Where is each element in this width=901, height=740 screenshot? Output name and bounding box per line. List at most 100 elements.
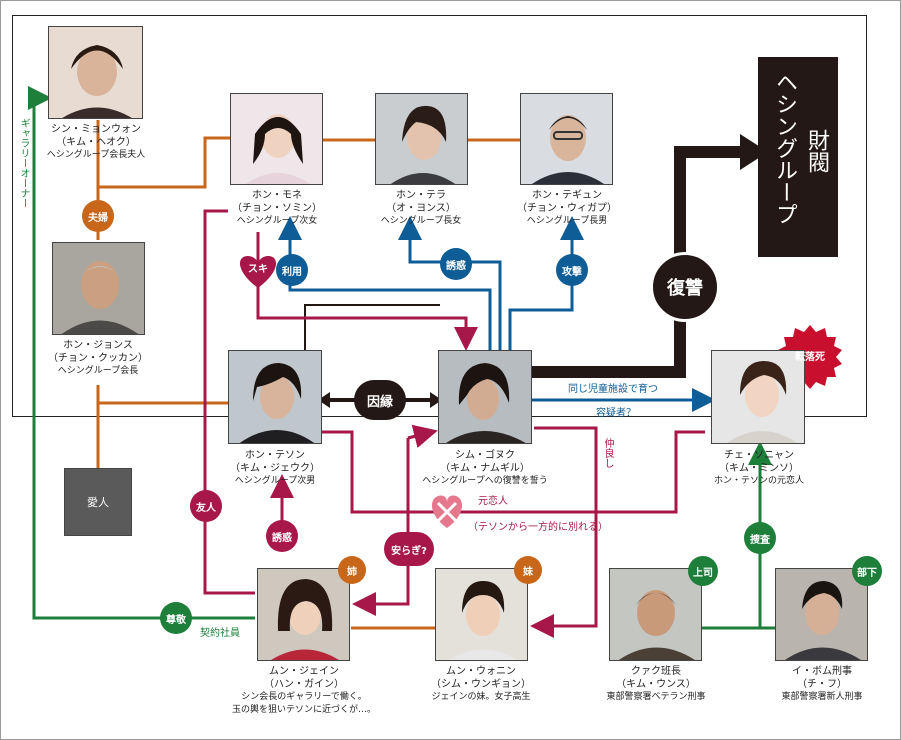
group-title-line2: ヘシングループ: [772, 71, 797, 225]
badge-attack: 攻撃: [556, 254, 588, 286]
actor: （チョン・ソミン）: [232, 202, 322, 214]
portrait-icon: [229, 351, 321, 443]
caption-hong-tera: ホン・テラ （オ・ヨンス） ヘシングループ長女: [360, 190, 482, 228]
role: ホン・テソンの元恋人: [713, 476, 804, 486]
portrait-icon: [231, 94, 322, 184]
actor: （ハン・ガイン）: [264, 678, 344, 690]
role2: 玉の輿を狙いテソンに近づくが…。: [231, 704, 376, 715]
portrait-icon: [376, 94, 467, 184]
label: 利用: [282, 266, 302, 278]
role: ヘシングループ次女: [236, 216, 318, 226]
fate-badge: 因縁: [354, 380, 406, 420]
caption-hong-tegyun: ホン・テギュン （チョン・ウィガプ） ヘシングループ長男: [506, 190, 628, 228]
photo-shim-gonuk: [438, 350, 532, 444]
label: 部下: [857, 567, 877, 579]
photo-hong-mone: [230, 93, 323, 185]
name: クァク班長: [631, 666, 681, 677]
photo-mun-wonin: [435, 568, 528, 661]
portrait-icon: [258, 569, 349, 660]
portrait-icon: [439, 351, 531, 443]
fate-label: 因縁: [366, 394, 393, 410]
actor: （チョン・ウィガプ）: [517, 202, 617, 214]
photo-hong-teson: [228, 350, 322, 444]
badge-fall-death: 転落死: [788, 340, 832, 370]
badge-tempt-tera: 誘惑: [440, 248, 472, 280]
portrait-icon: [436, 569, 527, 660]
name: ムン・ウォニン: [446, 666, 516, 677]
label: スキ: [248, 263, 268, 275]
role: ヘシングループ会長: [57, 366, 139, 376]
label: 誘惑: [446, 260, 466, 272]
name: ホン・テギュン: [532, 190, 602, 201]
badge-respect: 尊敬: [160, 602, 192, 634]
photo-mun-jein: [257, 568, 350, 661]
actor: （キム・ウンス）: [616, 678, 696, 690]
badge-couple: 夫婦: [82, 200, 114, 232]
label: 妹: [523, 566, 533, 578]
role: ジェインの妹。女子高生: [431, 692, 531, 702]
name: ムン・ジェイン: [269, 666, 339, 677]
role: ヘシングループ次男: [234, 476, 316, 486]
role: ヘシングループ会長夫人: [46, 150, 146, 160]
label: 上司: [693, 567, 713, 579]
name: ホン・テラ: [396, 190, 446, 201]
label: 夫婦: [88, 212, 108, 224]
label: 安らぎ?: [391, 545, 427, 557]
caption-shin-myeongwon: シン・ミョンウォン （キム・ヘオク） ヘシングループ会長夫人: [40, 124, 152, 162]
photo-shin-myeongwon: [48, 26, 143, 119]
actor: （キム・ミンソ）: [719, 462, 799, 474]
name: チェ・ソニャン: [724, 450, 794, 461]
caption-mun-jein: ムン・ジェイン （ハン・ガイン） シン会長のギャラリーで働く。 玉の輿を狙いテソ…: [222, 666, 386, 716]
revenge-badge: 復讐: [650, 252, 720, 322]
label-ex-lover: 元恋人: [478, 496, 508, 507]
badge-subordinate: 部下: [852, 556, 882, 586]
portrait-icon: [49, 27, 142, 118]
photo-hong-tegyun: [520, 93, 613, 185]
label: 転落死: [795, 351, 825, 363]
actor: （キム・ナムギル）: [440, 462, 530, 474]
photo-che-sonyan: [711, 350, 805, 444]
badge-use: 利用: [276, 254, 308, 286]
label-suspect: 容疑者？: [596, 408, 636, 419]
actor: （キム・ヘオク）: [56, 136, 136, 148]
name: イ・ボム刑事: [792, 666, 852, 677]
label: 友人: [196, 502, 216, 514]
badge-investigate: 捜査: [744, 522, 776, 554]
revenge-label: 復讐: [667, 278, 703, 299]
actor: （シム・ウンギョン）: [431, 678, 531, 690]
caption-hong-teson: ホン・テソン （キム・ジェウク） ヘシングループ次男: [214, 450, 336, 488]
photo-hong-tera: [375, 93, 468, 185]
role: 東部警察署ベテラン刑事: [606, 692, 706, 702]
group-title-box: 財閥 ヘシングループ: [758, 57, 838, 257]
actor: （キム・ジェウク）: [230, 462, 320, 474]
group-title-line1: 財閥: [804, 129, 829, 173]
name: ホン・ジョンス: [63, 340, 133, 351]
heart-icon: [239, 256, 277, 288]
label-same-facility: 同じ児童施設で育つ: [568, 384, 658, 395]
portrait-icon: [53, 243, 144, 334]
badge-boss: 上司: [688, 556, 718, 586]
badge-like: スキ: [244, 258, 272, 276]
photo-lover: 愛人: [64, 468, 132, 536]
lover-label: 愛人: [87, 496, 109, 509]
role: ヘシングループ長女: [380, 216, 462, 226]
badge-younger-sister: 妹: [514, 556, 542, 584]
name: ホン・モネ: [252, 190, 302, 201]
caption-lee-pom: イ・ボム刑事 （チ・フ） 東部警察署新人刑事: [760, 666, 884, 704]
broken-heart-icon: [431, 495, 463, 528]
portrait-icon: [776, 569, 867, 660]
caption-shim-gonuk: シム・ゴヌク （キム・ナムギル） ヘシングループへの復讐を誓う: [410, 450, 560, 488]
badge-friend: 友人: [190, 490, 222, 522]
portrait-icon: [521, 94, 612, 184]
caption-mun-wonin: ムン・ウォニン （シム・ウンギョン） ジェインの妹。女子高生: [414, 666, 548, 704]
label: 攻撃: [562, 266, 582, 278]
role: ヘシングループへの復讐を誓う: [422, 476, 548, 486]
role: 東部警察署新人刑事: [781, 692, 863, 702]
role: ヘシングループ長男: [526, 216, 608, 226]
photo-hong-jonse: [52, 242, 145, 335]
name: ホン・テソン: [245, 450, 305, 461]
badge-tempt-jein: 誘惑: [266, 520, 298, 552]
label: 捜査: [750, 534, 770, 546]
caption-che-sonyan: チェ・ソニャン （キム・ミンソ） ホン・テソンの元恋人: [694, 450, 824, 488]
